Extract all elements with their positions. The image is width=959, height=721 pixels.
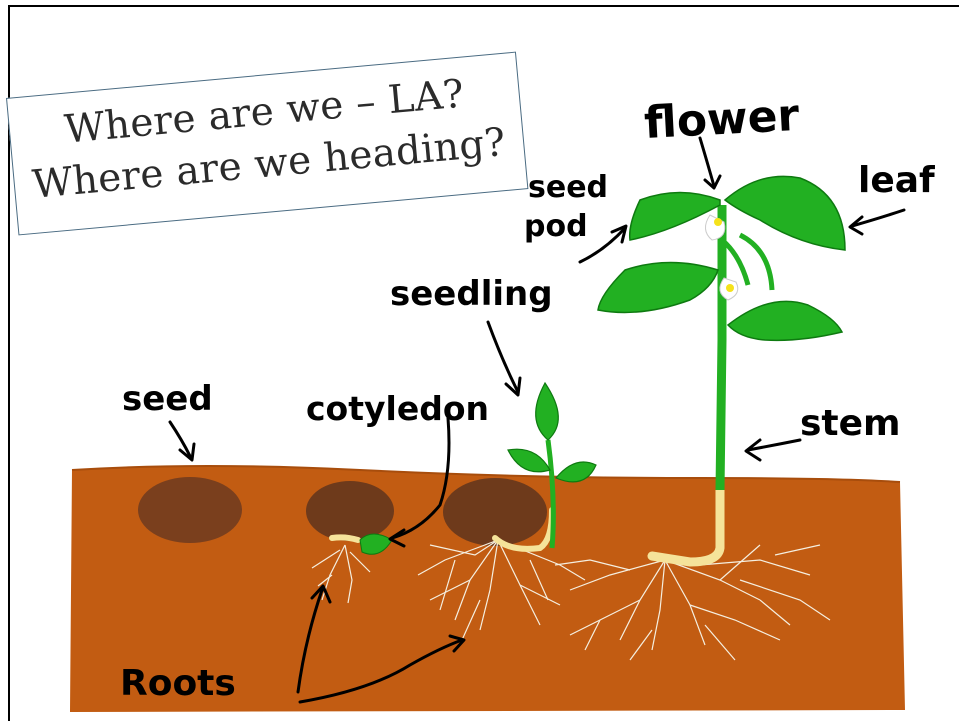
seedling-leaf-right (555, 461, 597, 483)
seed-pod-branch-2 (738, 232, 775, 291)
soil (70, 466, 905, 712)
leaf-lower-right (726, 300, 844, 342)
arrow-seed-pod (578, 226, 627, 264)
arrow-roots-right (298, 638, 464, 704)
arrow-roots-left (296, 588, 324, 694)
seedling-leaf-top (535, 381, 559, 441)
seedling-leaf-left (507, 448, 551, 473)
seed-2 (306, 481, 394, 541)
leaf-mid-left (597, 261, 719, 314)
label-seed: seed (122, 379, 213, 419)
plant-root-base (647, 485, 725, 567)
arrow-flower (698, 136, 716, 188)
flower-lower (719, 277, 739, 301)
arrow-leaf (850, 208, 906, 228)
cotyledon-root (329, 534, 361, 543)
label-leaf: leaf (858, 160, 935, 201)
flower-top (705, 214, 726, 241)
seedling-stem (545, 439, 556, 549)
arrow-seedling (486, 320, 520, 394)
label-stem: stem (800, 403, 901, 444)
arrow-cotyledon (390, 416, 451, 540)
seed-1 (138, 477, 242, 543)
slide-frame (8, 5, 959, 721)
leaf-top-left (628, 191, 721, 241)
label-seed-pod-line1: seed (528, 170, 608, 205)
label-flower: flower (643, 90, 801, 149)
soil-surface (71, 465, 901, 483)
arrow-seed (168, 420, 192, 458)
seed-pod-branch (720, 238, 751, 286)
label-roots: Roots (120, 663, 236, 704)
leaf-top-right (723, 175, 846, 251)
roots-plant (554, 544, 831, 661)
arrows (168, 136, 906, 704)
arrow-stem (746, 438, 802, 452)
plant-stem (715, 205, 727, 491)
seed-3 (443, 478, 547, 546)
label-seedling: seedling (390, 274, 553, 314)
label-seed-pod-line2: pod (524, 209, 588, 244)
label-cotyledon: cotyledon (306, 389, 489, 428)
